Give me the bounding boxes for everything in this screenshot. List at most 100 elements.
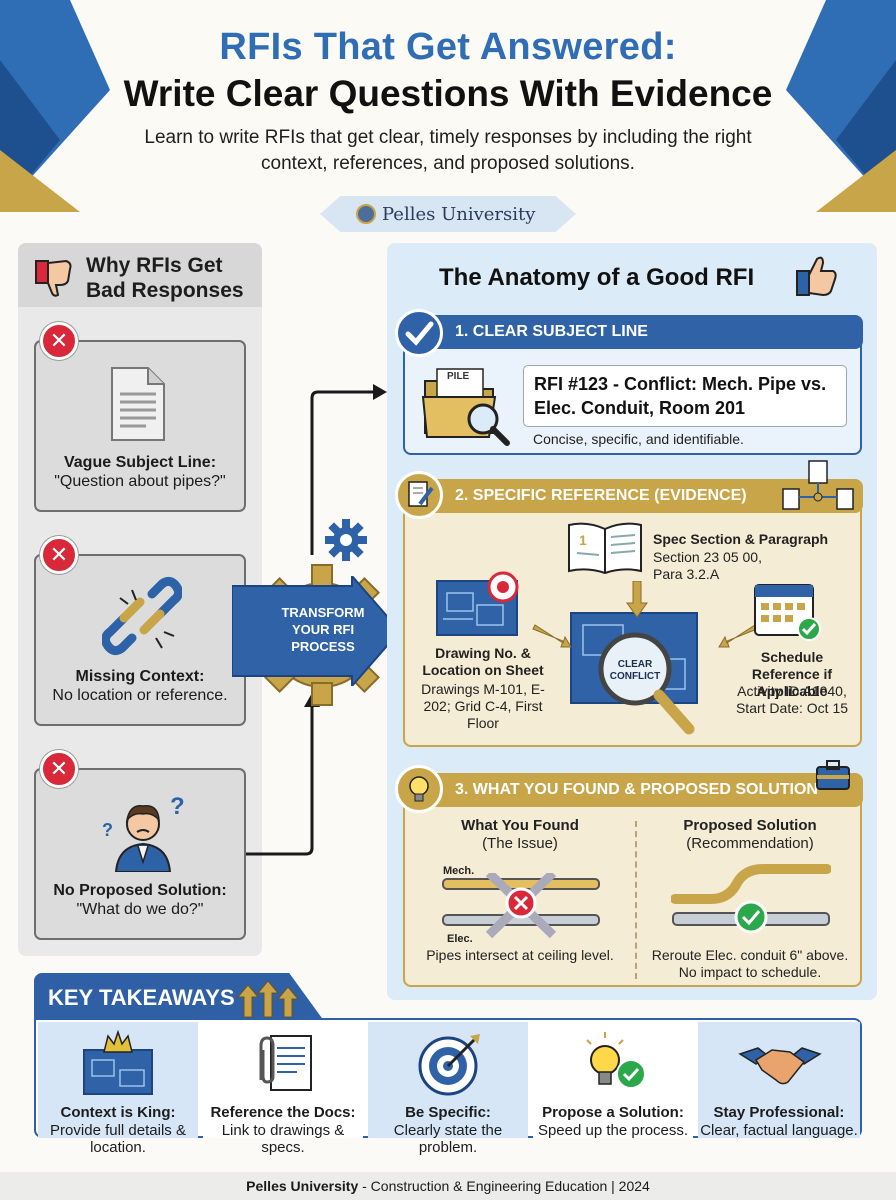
takeaway-professional: Stay Professional: Clear, factual langua… [698,1022,860,1139]
solution-title: Proposed Solution [683,817,817,834]
open-book-icon: 1 [568,522,642,575]
section-divider [635,821,637,979]
anatomy-title: The Anatomy of a Good RFI [439,264,755,291]
pipe-reroute-icon [671,864,831,934]
thumbs-up-icon [796,256,837,297]
small-gear-icon [325,519,367,561]
brand-name: Pelles University [382,204,536,225]
lightbulb-icon [395,765,443,813]
takeaway-context: Context is King: Provide full details & … [38,1022,198,1156]
anatomy-panel: The Anatomy of a Good RFI 1. CLEAR SUBJE… [387,243,877,1000]
takeaway-body: Clearly state the problem. [393,1122,503,1156]
mech-label: Mech. [443,865,475,877]
paperclip-document-icon [259,1035,312,1091]
left-corner-decoration [0,0,110,212]
document-pen-icon [395,471,443,519]
document-icon [111,367,165,441]
conflict-label: CLEAR CONFLICT [609,659,661,682]
toolbox-icon [816,760,850,790]
target-icon [418,1034,480,1096]
subject-caption: Concise, specific, and identifiable. [533,431,744,447]
section-found-solution: 3. WHAT YOU FOUND & PROPOSED SOLUTION Wh… [395,760,863,987]
crown-blueprint-icon [83,1030,153,1095]
pipe-conflict-icon [442,873,600,939]
right-corner-decoration [786,0,896,212]
svg-text:?: ? [170,793,185,820]
reference-arrows [532,581,758,648]
spec-body: Section 23 05 00, Para 3.2.A [653,549,762,582]
flow-connectors [246,384,387,856]
university-seal-icon [356,204,376,224]
schedule-title: Schedule Reference if Applicable [751,649,833,699]
growth-arrows-icon [236,980,300,1018]
schedule-body: Activity ID A1040, Start Date: Oct 15 [735,683,849,716]
drawing-body: Drawings M-101, E-202; Grid C-4, First F… [421,681,545,731]
takeaway-heading: Reference the Docs: [210,1104,356,1121]
bad-item-body: "Question about pipes?" [54,473,226,490]
thumbs-down-icon [35,259,72,297]
takeaway-body: Clear, factual language. [700,1122,858,1139]
found-caption: Pipes intersect at ceiling level. [426,947,614,963]
handshake-icon [738,1047,822,1085]
bad-item-vague-subject: Vague Subject Line: "Question about pipe… [34,340,246,512]
takeaways-title: KEY TAKEAWAYS [48,985,235,1010]
bad-item-body: No location or reference. [52,687,228,704]
footer-text: - Construction & Engineering Education |… [358,1178,650,1194]
takeaway-heading: Context is King: [60,1104,176,1121]
x-mark-icon: ✕ [40,750,78,788]
transform-gear: TRANSFORM YOUR RFI PROCESS [232,519,402,710]
brand-banner: Pelles University [320,196,576,232]
section-3-heading: 3. WHAT YOU FOUND & PROPOSED SOLUTION [433,773,863,807]
spec-title: Spec Section & Paragraph [653,531,829,547]
bad-item-body: "What do we do?" [76,901,204,918]
calendar-check-icon [754,584,821,641]
drawing-title: Drawing No. & Location on Sheet [422,645,544,678]
takeaway-reference: Reference the Docs: Link to drawings & s… [203,1022,363,1156]
found-title: What You Found [461,817,579,834]
bad-responses-title: Why RFIs Get Bad Responses [86,254,244,302]
takeaway-body: Speed up the process. [537,1122,689,1139]
confused-person-icon: ? ? [102,793,185,872]
blueprint-magnifier-icon [570,612,698,735]
solution-caption: Reroute Elec. conduit 6" above. No impac… [651,947,849,980]
x-mark-icon: ✕ [40,322,78,360]
folder-magnifier-icon [421,368,510,446]
bad-item-heading: No Proposed Solution: [53,882,227,899]
bad-responses-header: Why RFIs Get Bad Responses [18,243,262,307]
bad-item-heading: Missing Context: [75,668,205,685]
takeaway-heading: Propose a Solution: [542,1104,684,1121]
takeaway-heading: Stay Professional: [713,1104,845,1121]
bad-item-no-solution: ? ? No Proposed Solution: "What do we do… [34,768,246,940]
found-subtitle: (The Issue) [482,835,558,852]
section-specific-reference: 2. SPECIFIC REFERENCE (EVIDENCE) 1 Spec … [395,460,863,747]
document-network-icon [782,460,854,510]
section-clear-subject: 1. CLEAR SUBJECT LINE PILE RFI #123 - Co… [395,309,863,455]
subject-example: RFI #123 - Conflict: Mech. Pipe vs. Elec… [523,365,847,427]
bad-item-heading: Vague Subject Line: [63,454,217,471]
takeaway-body: Link to drawings & specs. [221,1122,345,1156]
takeaway-heading: Be Specific: [405,1104,491,1121]
takeaways-box: Context is King: Provide full details & … [34,1018,862,1156]
svg-text:1: 1 [579,532,587,548]
section-1-heading: 1. CLEAR SUBJECT LINE [433,315,863,349]
takeaway-specific: Be Specific: Clearly state the problem. [368,1022,528,1156]
broken-link-icon [102,576,182,656]
folder-label: PILE [447,371,470,382]
solution-subtitle: (Recommendation) [686,835,814,852]
bad-responses-panel: Why RFIs Get Bad Responses Vague Subject… [18,243,262,956]
footer-brand: Pelles University [246,1178,359,1194]
drawing-target-icon [436,571,519,636]
footer: Pelles University - Construction & Engin… [0,1172,896,1200]
x-mark-icon: ✕ [40,536,78,574]
elec-label: Elec. [447,933,473,945]
takeaways-header: KEY TAKEAWAYS [34,973,324,1021]
title-line-2: Write Clear Questions With Evidence [123,73,773,114]
lightbulb-check-icon [586,1032,646,1089]
checkmark-icon [395,309,443,357]
subtitle: Learn to write RFIs that get clear, time… [144,127,752,174]
takeaway-body: Provide full details & location. [50,1122,186,1156]
svg-text:?: ? [102,820,113,840]
key-takeaways: KEY TAKEAWAYS Context is King: Provide f… [34,973,862,1163]
bad-item-missing-context: Missing Context: No location or referenc… [34,554,246,726]
header: RFIs That Get Answered: Write Clear Ques… [0,0,896,212]
